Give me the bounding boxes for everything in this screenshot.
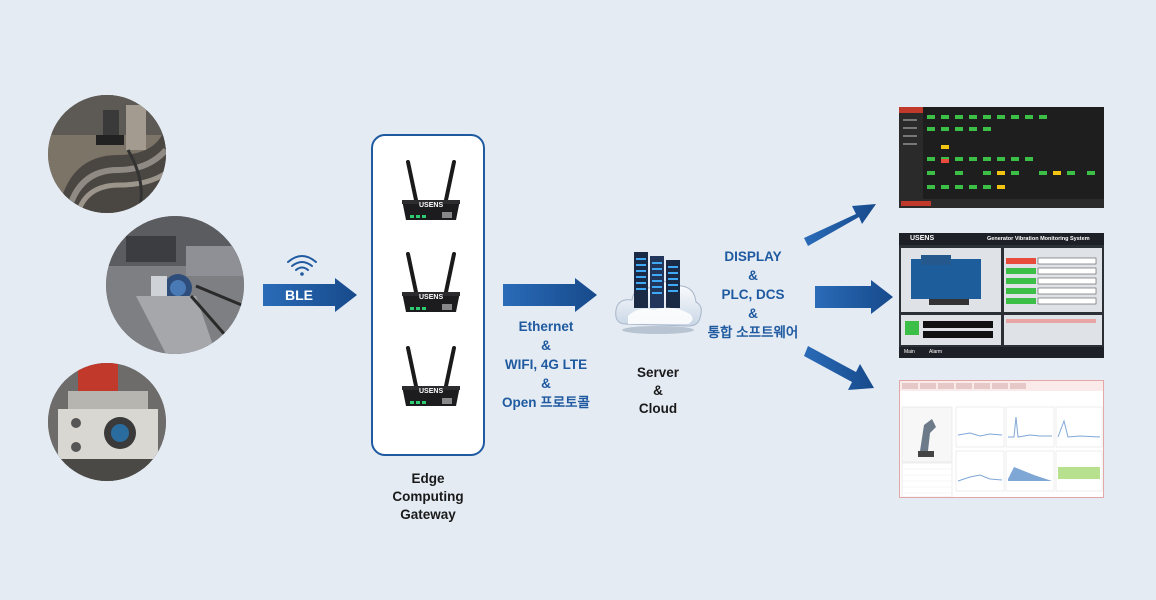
ble-arrow — [263, 278, 357, 312]
gateway-router-3 — [398, 346, 464, 417]
ble-label: BLE — [285, 287, 313, 303]
screen-generator-monitor: USENS Generator Vibration Monitoring Sys… — [899, 233, 1104, 358]
server-caption-line: Cloud — [638, 401, 678, 416]
protocol-item: Ethernet — [518, 319, 574, 334]
gateway-caption-line: Edge — [411, 471, 445, 486]
monitor-tab-alarm[interactable]: Alarm — [929, 349, 943, 355]
gateway-router-1 — [398, 160, 464, 231]
protocol-item: WIFI, 4G LTE — [504, 357, 588, 372]
sensor-photo-bearing — [48, 95, 166, 213]
gateway-caption: Edge Computing Gateway — [378, 470, 478, 524]
gateway-caption-line: Computing — [392, 489, 464, 504]
monitor-header — [899, 233, 1104, 245]
gateway-brand-1: USENS — [419, 202, 444, 209]
monitor-tab-main[interactable]: Main — [904, 349, 915, 355]
server-caption: Server & Cloud — [618, 364, 698, 418]
protocol-item: Open 프로토콜 — [502, 395, 590, 410]
output-item: & — [748, 306, 758, 321]
output-arrow-down — [804, 338, 878, 396]
server-caption-line: Server — [636, 365, 680, 380]
output-arrow-up — [800, 200, 880, 260]
monitor-title: Generator Vibration Monitoring System — [987, 236, 1090, 242]
sensor-photo-shaft — [106, 216, 244, 354]
output-item: & — [748, 268, 758, 283]
monitor-brand: USENS — [910, 235, 935, 242]
protocol-list: Ethernet & WIFI, 4G LTE & Open 프로토콜 — [492, 317, 600, 412]
wifi-icon — [286, 254, 318, 281]
output-item: DISPLAY — [724, 249, 782, 264]
protocol-item: & — [541, 376, 551, 391]
gateway-brand-2: USENS — [419, 294, 444, 301]
sensor-photo-coupling — [48, 363, 166, 481]
output-item: PLC, DCS — [721, 287, 785, 302]
output-list: DISPLAY & PLC, DCS & 통합 소프트웨어 — [698, 247, 808, 342]
output-arrow-mid — [815, 280, 893, 314]
screen-integrated-software — [899, 380, 1104, 498]
screen-dashboard-dark — [899, 107, 1104, 208]
server-cloud-icon — [614, 250, 702, 341]
protocol-item: & — [541, 338, 551, 353]
gateway-brand-3: USENS — [419, 388, 444, 395]
gateway-router-2 — [398, 252, 464, 323]
network-arrow — [503, 278, 597, 312]
gateway-caption-line: Gateway — [400, 507, 456, 522]
server-caption-line: & — [653, 383, 663, 398]
output-item: 통합 소프트웨어 — [707, 325, 799, 340]
